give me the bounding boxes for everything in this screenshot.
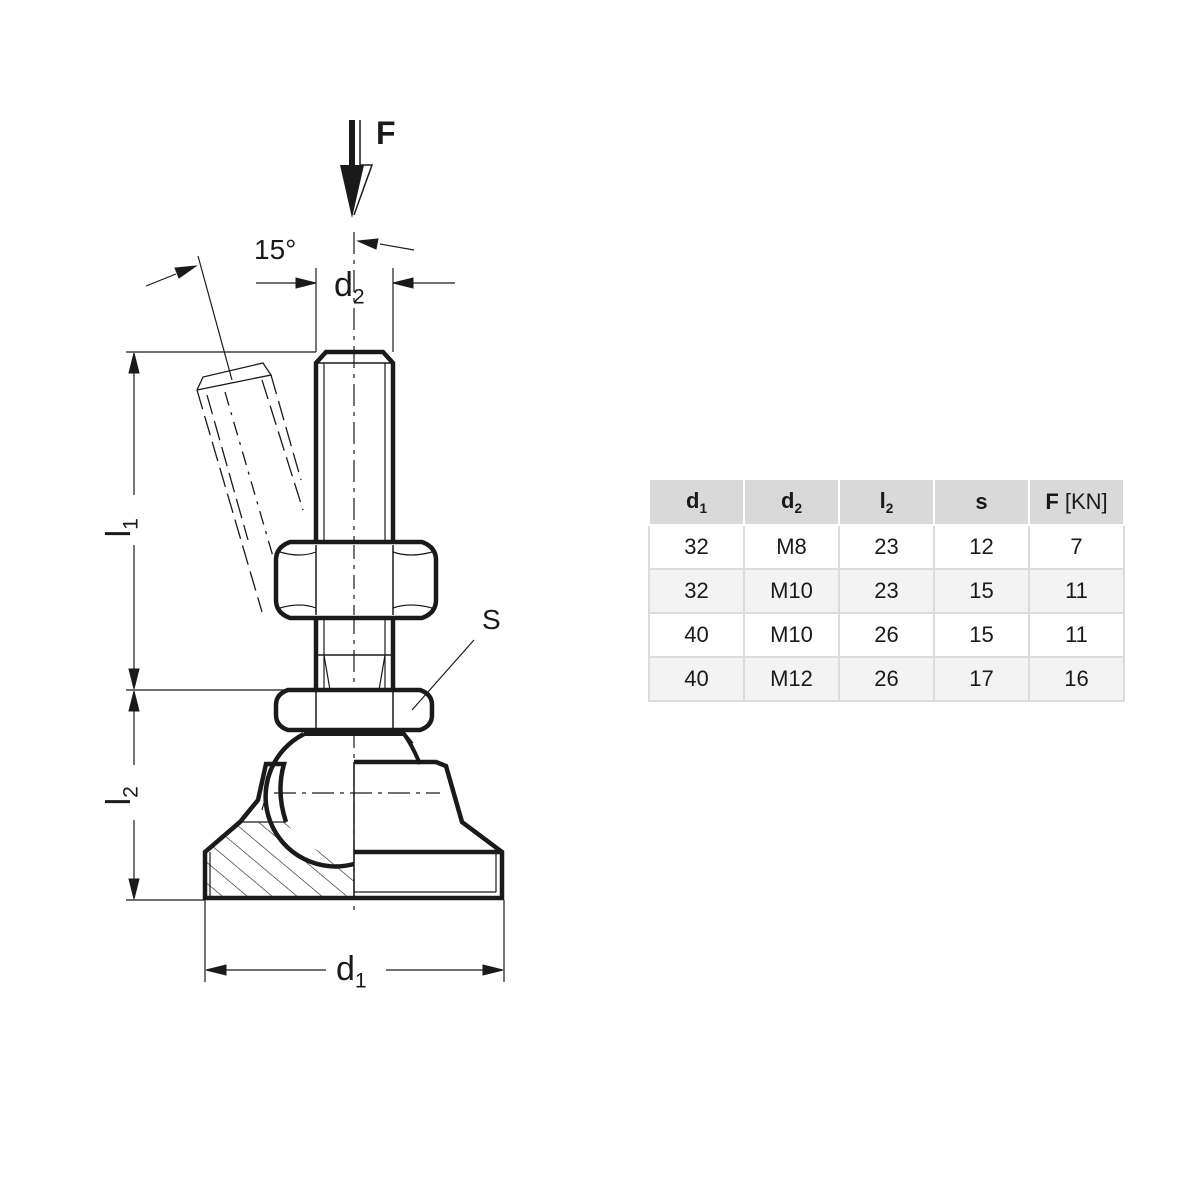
base-section-hatched xyxy=(205,822,354,898)
table-cell: 23 xyxy=(838,524,935,570)
tilted-stud-outline xyxy=(196,362,304,613)
l1-dimension xyxy=(126,351,316,691)
table-cell: 40 xyxy=(648,656,745,702)
l1-label: l1 xyxy=(99,518,143,538)
header-force: F [KN] xyxy=(1028,478,1125,526)
wrench-leader xyxy=(411,639,475,711)
l2-label: l2 xyxy=(99,786,143,806)
table-cell: 26 xyxy=(838,612,935,658)
force-arrow xyxy=(340,120,374,218)
table-row: 32 M8 23 12 7 xyxy=(648,524,1125,570)
lower-hex-nut xyxy=(273,687,435,733)
table-row: 40 M10 26 15 11 xyxy=(648,612,1125,658)
upper-hex-nut xyxy=(273,539,439,621)
table-cell: M12 xyxy=(743,656,840,702)
header-d1: d1 xyxy=(648,478,745,526)
d2-dimension xyxy=(256,268,455,352)
table-cell: 17 xyxy=(933,656,1030,702)
table-cell: 7 xyxy=(1028,524,1125,570)
table-row: 40 M12 26 17 16 xyxy=(648,656,1125,702)
table-header-row: d1 d2 l2 s F [KN] xyxy=(648,478,1125,526)
table-cell: 23 xyxy=(838,568,935,614)
base-foot xyxy=(202,759,505,901)
table-row: 32 M10 23 15 11 xyxy=(648,568,1125,614)
table-cell: 32 xyxy=(648,568,745,614)
table-cell: 11 xyxy=(1028,612,1125,658)
d1-dimension xyxy=(204,900,505,982)
table-cell: 11 xyxy=(1028,568,1125,614)
header-l2: l2 xyxy=(838,478,935,526)
spec-table: d1 d2 l2 s F [KN] 32 M8 23 12 7 32 M10 2… xyxy=(648,478,1125,702)
table-cell: 26 xyxy=(838,656,935,702)
table-cell: 12 xyxy=(933,524,1030,570)
angle-label: 15° xyxy=(254,234,297,265)
table-cell: M8 xyxy=(743,524,840,570)
wrench-size-label: S xyxy=(482,604,501,635)
table-cell: M10 xyxy=(743,568,840,614)
table-cell: 15 xyxy=(933,612,1030,658)
threaded-stud xyxy=(313,349,396,691)
header-s: s xyxy=(933,478,1030,526)
table-cell: M10 xyxy=(743,612,840,658)
d2-label: d2 xyxy=(334,266,365,309)
l2-dimension xyxy=(126,690,205,901)
table-cell: 32 xyxy=(648,524,745,570)
force-label: F xyxy=(376,115,396,151)
d1-label: d1 xyxy=(336,950,367,993)
angle-dimension xyxy=(145,238,415,381)
table-cell: 16 xyxy=(1028,656,1125,702)
header-d2: d2 xyxy=(743,478,840,526)
table-cell: 40 xyxy=(648,612,745,658)
table-cell: 15 xyxy=(933,568,1030,614)
